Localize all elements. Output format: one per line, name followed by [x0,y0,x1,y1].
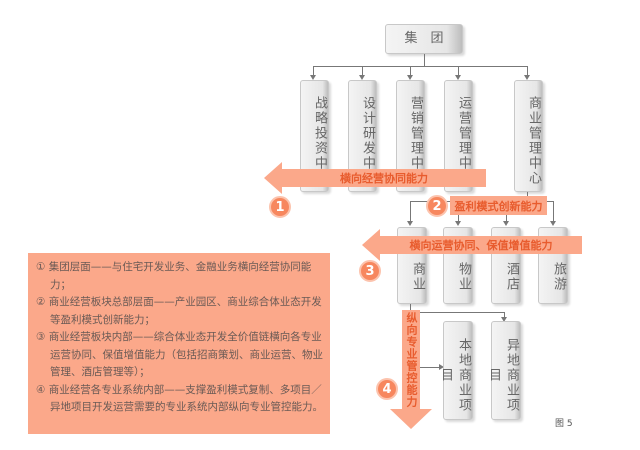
connector [424,54,425,66]
arrow-1-band: 横向经营协同能力 [282,169,486,187]
group-node: 集 团 [385,24,463,54]
arrow-3-head [362,229,380,261]
node-remote-project: 异地商业项目 [486,321,521,420]
note-2: ② 商业经营板块总部层面——产业园区、商业综合体业态开发等盈利模式创新能力； [36,296,322,326]
arrow-1-head [264,162,282,194]
note-3: ③ 商业经营板块内部——综合体业态开发全价值链横向各专业运营协同、保值增值能力（… [36,331,323,378]
notes-panel: ① 集团层面——与住宅开发业务、金融业务横向经营协同能力； ② 商业经营板块总部… [28,253,330,434]
arrow-4-band: 纵向专业管控能力 [402,310,420,410]
marker-3: 3 [359,260,381,282]
arrow-3-band: 横向运营协同、保值增值能力 [380,236,582,254]
note-1: ① 集团层面——与住宅开发业务、金融业务横向经营协同能力； [36,261,312,291]
note-4: ④ 商业经营各专业系统内部——支撑盈利模式复制、多项目／异地项目开发运营需要的专… [36,383,323,414]
node-commercial-mgmt: 商业管理中心 [514,80,543,192]
marker-1: 1 [269,196,291,218]
arrow-2-label: 盈利模式创新能力 [450,196,547,215]
arrow-4-head [390,409,432,429]
marker-2: 2 [426,195,448,217]
figure-caption: 图 5 [555,419,573,429]
connector [313,66,528,67]
node-local-project: 本地商业项目 [438,321,473,420]
marker-4: 4 [376,378,398,400]
